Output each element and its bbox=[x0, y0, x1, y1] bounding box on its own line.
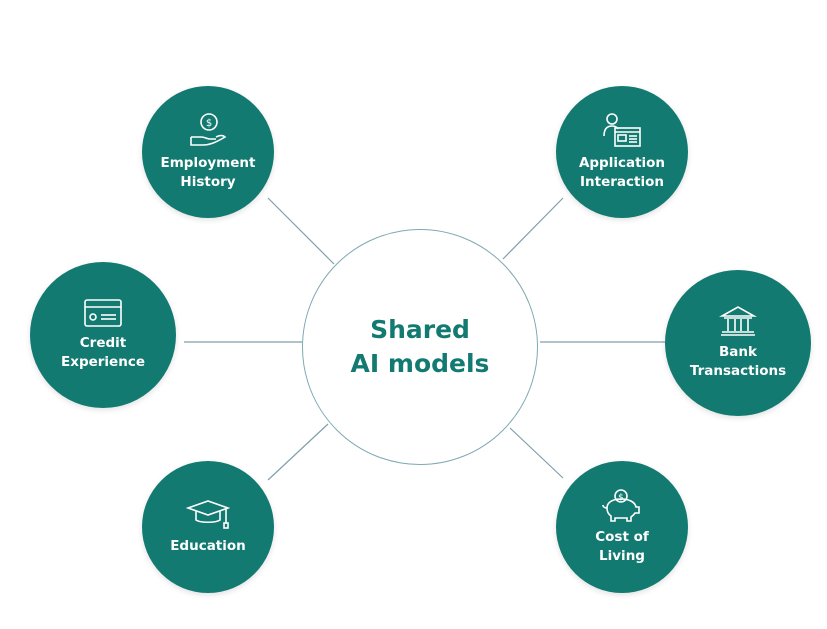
svg-text:$: $ bbox=[206, 118, 212, 129]
person-form-icon bbox=[603, 113, 641, 147]
center-node: Shared AI models bbox=[302, 229, 538, 465]
node-label-line2: Transactions bbox=[689, 363, 787, 379]
node-label-line2: Interaction bbox=[580, 174, 664, 190]
node-label-line2: Living bbox=[599, 548, 645, 564]
node-education: Education bbox=[142, 461, 274, 593]
node-bank-transactions: Bank Transactions bbox=[665, 270, 811, 416]
svg-text:$: $ bbox=[618, 493, 624, 503]
node-label-line1: Credit bbox=[79, 335, 127, 351]
node-employment-history: $ Employment History bbox=[142, 86, 274, 218]
node-application-interaction: Application Interaction bbox=[556, 86, 688, 218]
node-label-line1: Education bbox=[170, 537, 246, 554]
node-label-line2: History bbox=[180, 174, 236, 190]
node-credit-experience: Credit Experience bbox=[30, 262, 176, 408]
node-label-line1: Employment bbox=[160, 155, 256, 171]
connector-education bbox=[267, 423, 329, 481]
node-label-line1: Cost of bbox=[595, 529, 649, 545]
node-label-line1: Application bbox=[578, 155, 666, 171]
node-cost-of-living: $ Cost of Living bbox=[556, 461, 688, 593]
center-title-line1: Shared bbox=[370, 315, 470, 344]
piggy-bank-icon: $ bbox=[602, 489, 640, 522]
hand-coin-icon: $ bbox=[190, 113, 227, 146]
graduation-cap-icon bbox=[186, 499, 230, 529]
connector-application bbox=[502, 197, 564, 260]
connector-employment bbox=[267, 197, 335, 265]
center-title-line2: AI models bbox=[350, 349, 490, 378]
connector-cost bbox=[509, 427, 564, 479]
node-label-line1: Bank bbox=[719, 344, 757, 360]
credit-card-icon bbox=[84, 299, 122, 327]
node-label-line2: Experience bbox=[61, 354, 145, 370]
bank-icon bbox=[719, 306, 757, 336]
